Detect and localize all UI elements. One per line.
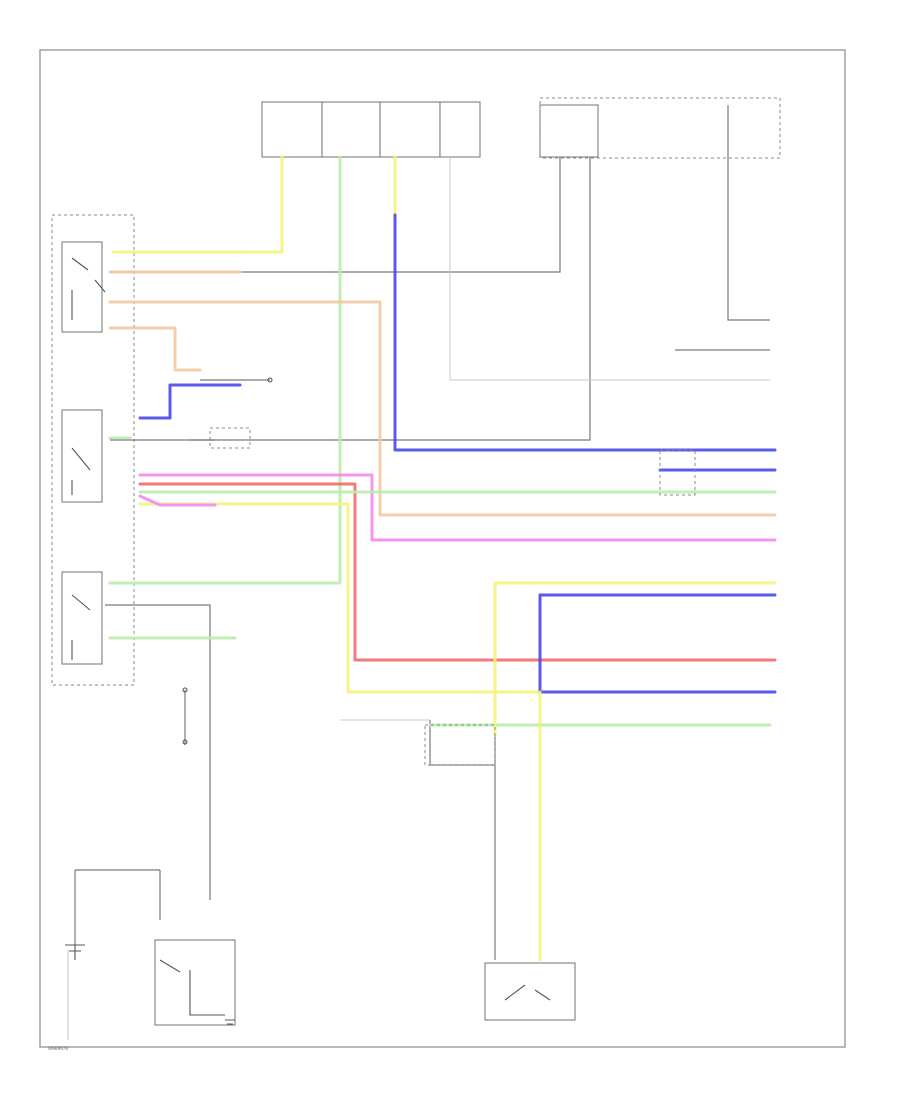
- relay-box-right: [539, 104, 599, 158]
- wire-yellow-top-left: [111, 155, 284, 254]
- module-right: [659, 449, 696, 496]
- starter-switch: [154, 939, 236, 1026]
- relay-icon: [61, 571, 103, 665]
- wire-orange-loop: [108, 300, 777, 517]
- fuse-box-1: [261, 101, 323, 158]
- relay-3: [61, 571, 103, 665]
- wire-green-long: [108, 155, 342, 585]
- wires-light: [67, 157, 770, 1040]
- underhood-fuse-box: [539, 97, 781, 159]
- relay-icon: [484, 962, 576, 1021]
- battery-icon: [65, 944, 85, 960]
- relay-icon: [61, 409, 103, 503]
- connector-icon: [267, 377, 273, 383]
- switch-icon: [154, 939, 236, 1026]
- diagram-code: WHB9978: [48, 1046, 68, 1051]
- wires-gray: [74, 105, 770, 960]
- diagram-frame: [39, 49, 846, 1048]
- bottom-relay: [484, 962, 576, 1021]
- wire-orange-short: [108, 326, 202, 372]
- wire-yellow-mid: [138, 502, 542, 694]
- fuse-box-4: [439, 101, 481, 158]
- fuse-block-top: [261, 97, 781, 159]
- battery: [65, 944, 85, 960]
- connector-icon: [182, 739, 188, 745]
- relay-2: [61, 409, 103, 503]
- wire-red: [138, 482, 777, 662]
- relay-icon: [61, 241, 103, 333]
- relay-1: [61, 241, 106, 333]
- module-center: [209, 427, 251, 449]
- wire-blue-right: [538, 593, 777, 694]
- wire-blue-vertical: [393, 213, 777, 452]
- ground-icon: [225, 1019, 235, 1025]
- module-lower: [424, 724, 496, 766]
- connector-icon: [182, 687, 188, 693]
- wire-yellow-right: [493, 581, 777, 737]
- fuse-box-2: [321, 101, 381, 158]
- wire-pink-short: [138, 494, 217, 507]
- wire-pink: [138, 473, 777, 542]
- wire-blue-left: [138, 383, 242, 420]
- fuse-box-3: [379, 101, 441, 158]
- ground-symbols: [182, 377, 273, 1025]
